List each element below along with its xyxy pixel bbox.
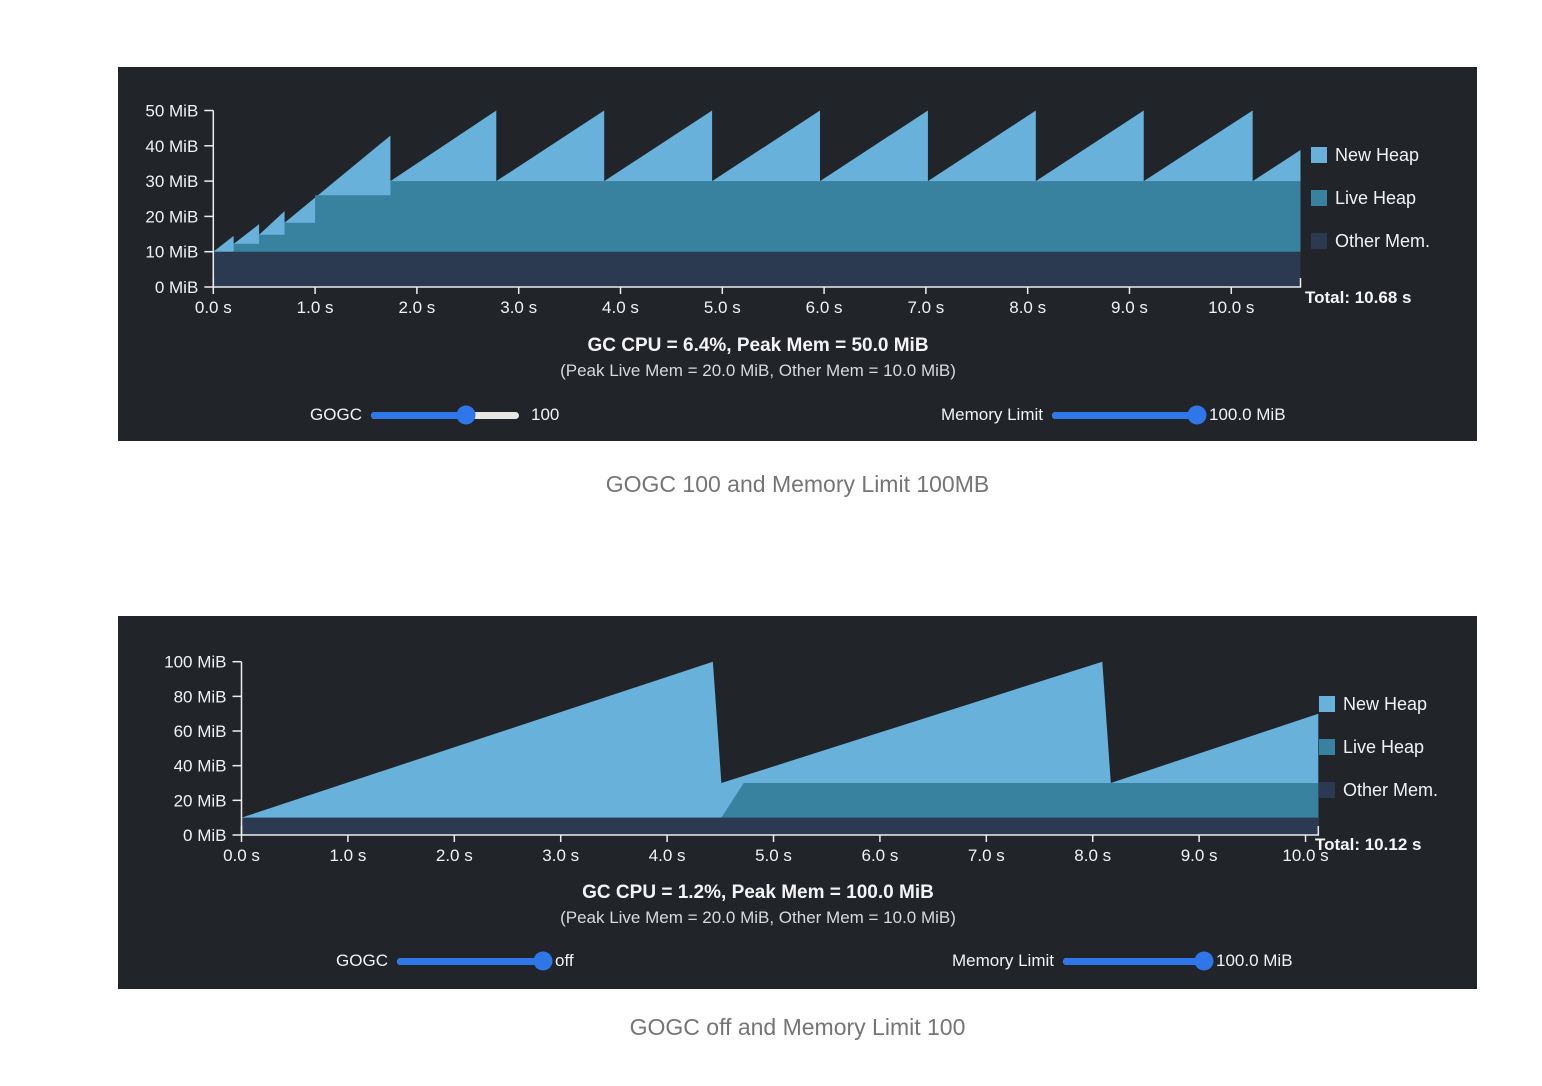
legend-swatch-live-heap: [1311, 190, 1327, 206]
x-tick-label: 6.0 s: [861, 846, 898, 865]
memory-limit-slider-label: Memory Limit: [940, 405, 1043, 424]
gogc-slider-label: GOGC: [310, 405, 362, 424]
x-tick-label: 10.0 s: [1282, 846, 1328, 865]
legend-label: Other Mem.: [1343, 779, 1439, 800]
gogc-slider-thumb[interactable]: [533, 951, 553, 971]
gc-stats: GC CPU = 6.4%, Peak Mem = 50.0 MiB (Peak…: [118, 333, 1398, 383]
memory-limit-slider-fill: [1052, 411, 1197, 419]
memory-limit-slider-thumb[interactable]: [1194, 951, 1214, 971]
area-other-mem: [241, 817, 1319, 835]
figure-caption-2: GOGC off and Memory Limit 100: [629, 1014, 966, 1040]
legend-label: Live Heap: [1335, 187, 1417, 208]
y-tick-label: 50 MiB: [145, 102, 198, 121]
y-tick-label: 30 MiB: [145, 172, 198, 191]
legend-swatch-other-mem: [1311, 233, 1327, 249]
legend-item-other-mem: Other Mem.: [1311, 230, 1431, 251]
y-tick-label: 20 MiB: [145, 207, 198, 226]
x-tick-label: 8.0 s: [1074, 846, 1111, 865]
memory-limit-slider-fill: [1063, 957, 1204, 965]
legend-swatch-other-mem: [1319, 782, 1335, 798]
legend-swatch-live-heap: [1319, 739, 1335, 755]
legend-label: Other Mem.: [1335, 230, 1431, 251]
legend-item-live-heap: Live Heap: [1311, 187, 1430, 208]
area-other-mem: [213, 251, 1301, 287]
legend-item-live-heap: Live Heap: [1319, 736, 1438, 757]
x-tick-label: 5.0 s: [755, 846, 792, 865]
gogc-slider[interactable]: [371, 405, 519, 425]
x-tick-label: 0.0 s: [195, 298, 232, 317]
memory-limit-slider-row: Memory Limit 100.0 MiB: [868, 404, 1286, 426]
x-tick-label: 2.0 s: [398, 298, 435, 317]
y-tick-label: 20 MiB: [174, 791, 227, 810]
x-tick-label: 9.0 s: [1181, 846, 1218, 865]
memory-usage-chart-2: 0.0 s 1.0 s 2.0 s 3.0 s 4.0 s 5.0 s 6.0 s 7.0 s…: [164, 653, 1329, 865]
gc-stats-primary: GC CPU = 6.4%, Peak Mem = 50.0 MiB: [587, 335, 929, 356]
x-tick-label: 3.0 s: [500, 298, 537, 317]
y-tick-label: 100 MiB: [164, 653, 226, 672]
gc-stats-secondary: (Peak Live Mem = 20.0 MiB, Other Mem = 1…: [560, 908, 956, 927]
y-tick-label: 40 MiB: [174, 757, 227, 776]
gogc-slider-fill: [371, 411, 466, 419]
memory-limit-slider[interactable]: [1052, 405, 1207, 425]
legend-swatch-new-heap: [1311, 147, 1327, 163]
x-tick-label: 10.0 s: [1208, 298, 1254, 317]
memory-limit-slider-value: 100.0 MiB: [1209, 405, 1286, 424]
x-tick-label: 0.0 s: [223, 846, 260, 865]
gogc-slider-row: GOGC 100: [258, 404, 559, 426]
y-tick-label: 0 MiB: [155, 278, 198, 297]
gogc-slider-fill: [397, 957, 543, 965]
figure-caption-1: GOGC 100 and Memory Limit 100MB: [605, 471, 990, 497]
gogc-slider-label: GOGC: [336, 951, 388, 970]
gogc-slider-value: off: [555, 951, 574, 970]
gc-sim-panel-1: 0.0 s 1.0 s 2.0 s 3.0 s 4.0 s 5.0 s 6.0 s 7.0 s…: [118, 67, 1477, 441]
y-tick-label: 40 MiB: [145, 137, 198, 156]
memory-limit-slider-label: Memory Limit: [951, 951, 1054, 970]
x-tick-label: 3.0 s: [542, 846, 579, 865]
y-tick-label: 10 MiB: [145, 243, 198, 262]
x-tick-label: 1.0 s: [329, 846, 366, 865]
gogc-slider[interactable]: [397, 951, 553, 971]
gc-stats-secondary: (Peak Live Mem = 20.0 MiB, Other Mem = 1…: [560, 361, 956, 380]
legend-item-new-heap: New Heap: [1311, 144, 1430, 165]
x-tick-label: 8.0 s: [1009, 298, 1046, 317]
gc-sim-panel-2: 0.0 s 1.0 s 2.0 s 3.0 s 4.0 s 5.0 s 6.0 s 7.0 s…: [118, 616, 1477, 989]
legend-item-new-heap: New Heap: [1319, 693, 1438, 714]
x-tick-label: 7.0 s: [968, 846, 1005, 865]
memory-limit-slider-value: 100.0 MiB: [1216, 951, 1293, 970]
total-runtime: Total: 10.68 s: [1305, 288, 1412, 307]
gc-stats-primary: GC CPU = 1.2%, Peak Mem = 100.0 MiB: [582, 882, 934, 903]
gogc-slider-thumb[interactable]: [456, 405, 476, 425]
x-tick-label: 1.0 s: [297, 298, 334, 317]
legend-item-other-mem: Other Mem.: [1319, 779, 1439, 800]
memory-limit-slider[interactable]: [1063, 951, 1214, 971]
gogc-slider-value: 100: [531, 405, 560, 424]
gc-stats: GC CPU = 1.2%, Peak Mem = 100.0 MiB (Pea…: [118, 880, 1398, 930]
x-tick-label: 4.0 s: [649, 846, 686, 865]
gogc-slider-row: GOGC off: [284, 950, 574, 972]
legend-label: New Heap: [1335, 144, 1420, 165]
x-tick-label: 4.0 s: [602, 298, 639, 317]
x-tick-label: 2.0 s: [436, 846, 473, 865]
legend-label: Live Heap: [1343, 736, 1425, 757]
y-tick-label: 80 MiB: [174, 687, 227, 706]
x-tick-label: 7.0 s: [907, 298, 944, 317]
x-tick-label: 9.0 s: [1111, 298, 1148, 317]
memory-usage-chart-1: 0.0 s 1.0 s 2.0 s 3.0 s 4.0 s 5.0 s 6.0 s 7.0 s…: [145, 102, 1302, 317]
y-tick-label: 0 MiB: [183, 826, 226, 845]
legend-swatch-new-heap: [1319, 696, 1335, 712]
x-tick-label: 6.0 s: [806, 298, 843, 317]
y-tick-label: 60 MiB: [174, 722, 227, 741]
total-runtime: Total: 10.12 s: [1315, 835, 1422, 854]
x-tick-label: 5.0 s: [704, 298, 741, 317]
memory-limit-slider-thumb[interactable]: [1187, 405, 1207, 425]
memory-limit-slider-row: Memory Limit 100.0 MiB: [879, 950, 1293, 972]
legend-label: New Heap: [1343, 693, 1428, 714]
